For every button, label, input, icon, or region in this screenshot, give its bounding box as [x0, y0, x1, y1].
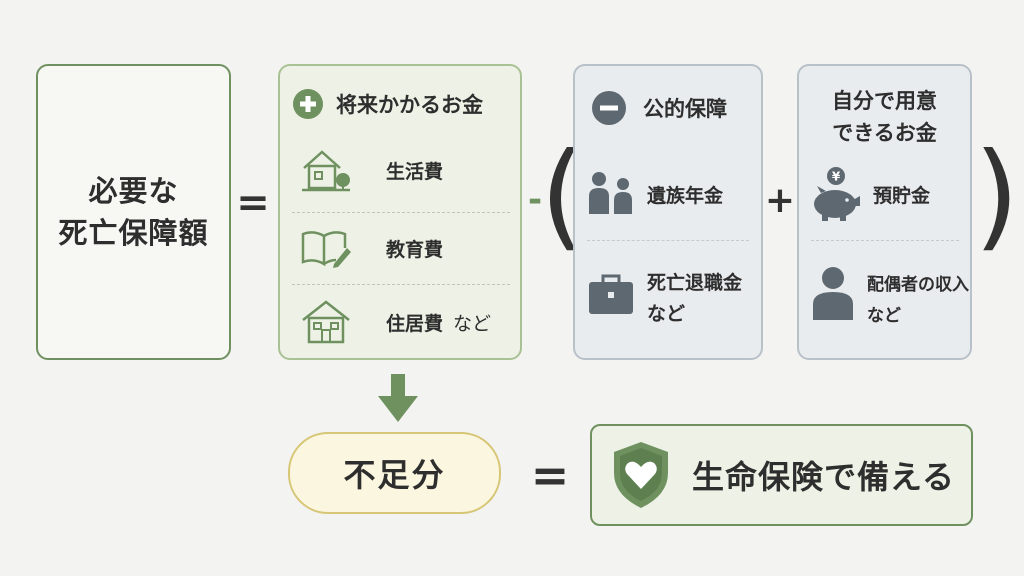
- self-prepared-header-line2: できるお金: [832, 120, 937, 145]
- public-security-header-label: 公的保障: [643, 97, 727, 121]
- self-prepared-box: 自分で用意 できるお金 ¥ 預貯金 配偶者の収入 など: [797, 64, 972, 360]
- list-item-housing-costs: 住居費 など: [300, 298, 491, 346]
- future-costs-box: 将来かかるお金 生活費 教育費 住居費 など: [278, 64, 522, 360]
- need-line2: 死亡保障額: [58, 216, 209, 250]
- spouse-income-suffix: など: [867, 306, 901, 326]
- housing-costs-suffix: など: [453, 312, 492, 335]
- list-item-savings: ¥ 預貯金: [811, 166, 930, 222]
- death-retirement-suffix: など: [647, 303, 686, 325]
- divider: [587, 240, 749, 241]
- list-item-living-costs: 生活費: [300, 146, 443, 194]
- equals-operator-bottom: =: [530, 448, 570, 502]
- list-item-survivor-pension: 遺族年金: [587, 170, 723, 218]
- need-line1: 必要な: [88, 173, 179, 208]
- spouse-income-label: 配偶者の収入: [867, 275, 969, 295]
- required-death-benefit-title: 必要な 死亡保障額: [58, 170, 208, 254]
- survivor-pension-label: 遺族年金: [647, 184, 724, 207]
- divider: [292, 284, 510, 285]
- shield-heart-icon: [614, 442, 668, 508]
- house-tree-icon: [302, 150, 350, 192]
- shortfall-label: 不足分: [343, 456, 446, 494]
- open-paren: (: [540, 128, 586, 263]
- shortfall-box: 不足分: [288, 432, 501, 514]
- education-costs-label: 教育費: [386, 238, 444, 261]
- close-paren: ): [974, 128, 1020, 263]
- plus-operator: +: [764, 180, 796, 221]
- family-icon: [589, 172, 632, 214]
- list-item-education-costs: 教育費: [300, 226, 443, 270]
- yen-symbol: ¥: [832, 170, 841, 184]
- minus-circle-icon: [592, 91, 626, 125]
- public-security-box: 公的保障 遺族年金 死亡退職金 など: [573, 64, 763, 360]
- equals-operator: =: [236, 180, 270, 226]
- briefcase-icon: [589, 274, 633, 314]
- death-retirement-label: 死亡退職金: [647, 272, 743, 294]
- required-death-benefit-box: 必要な 死亡保障額: [36, 64, 231, 360]
- future-costs-header-label: 将来かかるお金: [336, 93, 483, 117]
- divider: [811, 240, 959, 241]
- plus-circle-icon: [293, 89, 323, 119]
- future-costs-header: 将来かかるお金: [292, 88, 483, 120]
- living-costs-label: 生活費: [386, 160, 444, 183]
- person-icon: [813, 267, 853, 320]
- life-insurance-box: 生命保険で備える: [590, 424, 973, 526]
- self-prepared-header-line1: 自分で用意: [832, 89, 937, 113]
- minus-operator: -: [527, 180, 543, 220]
- arrow-down-icon: [378, 374, 418, 422]
- savings-label: 預貯金: [873, 184, 931, 207]
- book-pencil-icon: [301, 231, 351, 268]
- divider: [292, 212, 510, 213]
- public-security-header: 公的保障: [591, 90, 727, 126]
- house-icon: [302, 300, 350, 344]
- self-prepared-header: 自分で用意 できるお金: [799, 86, 970, 149]
- life-insurance-label: 生命保険で備える: [692, 458, 956, 496]
- housing-costs-label: 住居費: [386, 312, 444, 335]
- piggy-bank-icon: ¥: [814, 167, 860, 221]
